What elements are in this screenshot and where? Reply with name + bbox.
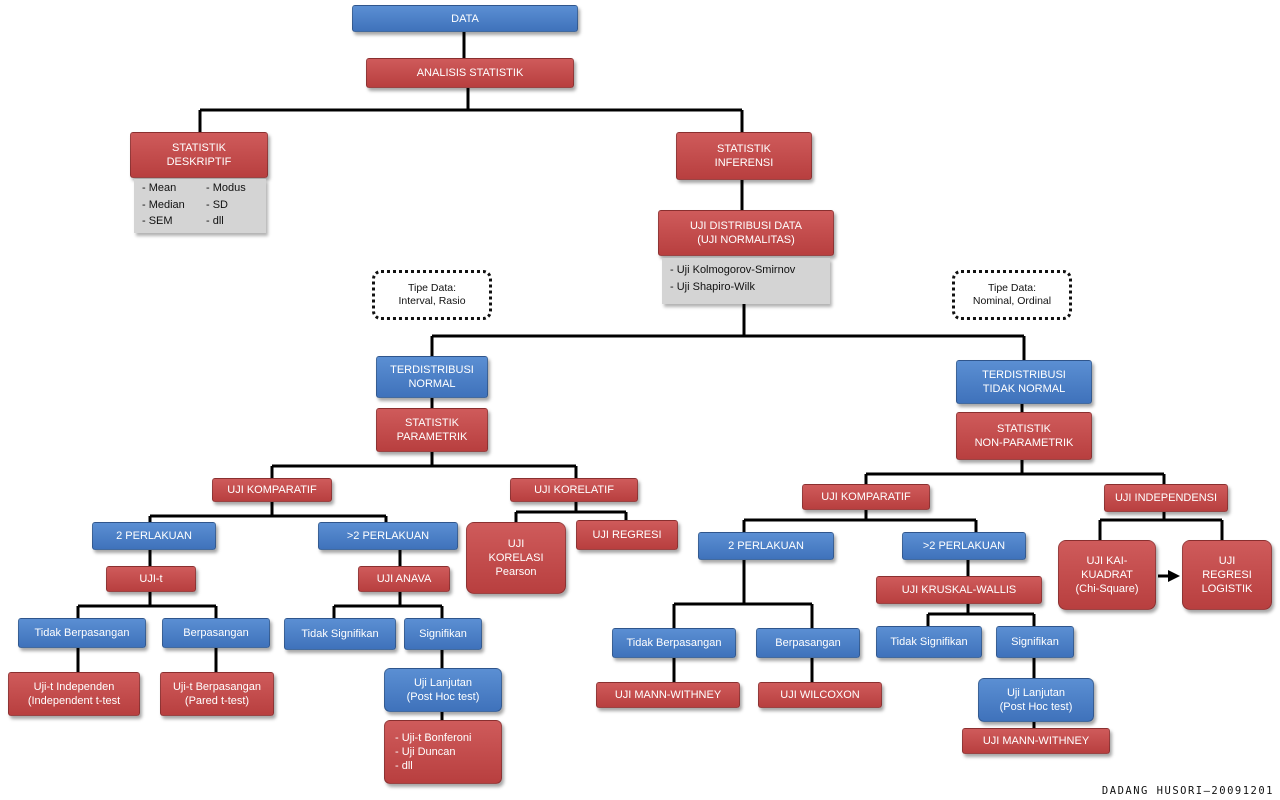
node-p-uji-anava: UJI ANAVA: [358, 566, 450, 592]
node-p-tidak-signifikan: Tidak Signifikan: [284, 618, 396, 650]
author-credit: DADANG HUSORI—20091201: [1101, 785, 1274, 797]
node-p-uji-t-berpasangan: Uji-t Berpasangan(Pared t-test): [160, 672, 274, 716]
normalitas-list: - Uji Kolmogorov-Smirnov - Uji Shapiro-W…: [662, 258, 830, 304]
node-n-berpasangan: Berpasangan: [756, 628, 860, 658]
node-n-tidak-signifikan: Tidak Signifikan: [876, 626, 982, 658]
node-n-tidak-berpasangan: Tidak Berpasangan: [612, 628, 736, 658]
node-n-uji-independensi: UJI INDEPENDENSI: [1104, 484, 1228, 512]
node-p-uji-korelatif: UJI KORELATIF: [510, 478, 638, 502]
node-n-uji-wilcoxon: UJI WILCOXON: [758, 682, 882, 708]
tip-data-nonparametrik: Tipe Data:Nominal, Ordinal: [952, 270, 1072, 320]
node-n-uji-kai-kuadrat: UJI KAI-KUADRAT(Chi-Square): [1058, 540, 1156, 610]
node-n-uji-mann-withney: UJI MANN-WITHNEY: [596, 682, 740, 708]
node-analisis-statistik: ANALISIS STATISTIK: [366, 58, 574, 88]
node-n-uji-mann-withney-2: UJI MANN-WITHNEY: [962, 728, 1110, 754]
node-p-uji-t-independen: Uji-t Independen(Independent t-test: [8, 672, 140, 716]
node-n-uji-lanjutan: Uji Lanjutan(Post Hoc test): [978, 678, 1094, 722]
node-p-uji-regresi: UJI REGRESI: [576, 520, 678, 550]
node-p-tidak-berpasangan: Tidak Berpasangan: [18, 618, 146, 648]
node-p-signifikan: Signifikan: [404, 618, 482, 650]
arrow-icon: [1168, 570, 1180, 582]
node-p-2-perlakuan: 2 PERLAKUAN: [92, 522, 216, 550]
node-p-post-hoc-list: - Uji-t Bonferoni- Uji Duncan- dll: [384, 720, 502, 784]
node-p-uji-komparatif: UJI KOMPARATIF: [212, 478, 332, 502]
node-p-gt2-perlakuan: >2 PERLAKUAN: [318, 522, 458, 550]
node-n-gt2-perlakuan: >2 PERLAKUAN: [902, 532, 1026, 560]
node-data: DATA: [352, 5, 578, 32]
tip-data-parametrik: Tipe Data:Interval, Rasio: [372, 270, 492, 320]
node-p-uji-lanjutan: Uji Lanjutan(Post Hoc test): [384, 668, 502, 712]
deskriptif-list: - Mean- Modus - Median- SD - SEM- dll: [134, 179, 266, 233]
node-p-berpasangan: Berpasangan: [162, 618, 270, 648]
node-n-signifikan: Signifikan: [996, 626, 1074, 658]
node-n-2-perlakuan: 2 PERLAKUAN: [698, 532, 834, 560]
node-uji-distribusi-data: UJI DISTRIBUSI DATA(UJI NORMALITAS): [658, 210, 834, 256]
node-n-uji-komparatif: UJI KOMPARATIF: [802, 484, 930, 510]
node-n-uji-kruskal-wallis: UJI KRUSKAL-WALLIS: [876, 576, 1042, 604]
node-p-uji-t: UJI-t: [106, 566, 196, 592]
